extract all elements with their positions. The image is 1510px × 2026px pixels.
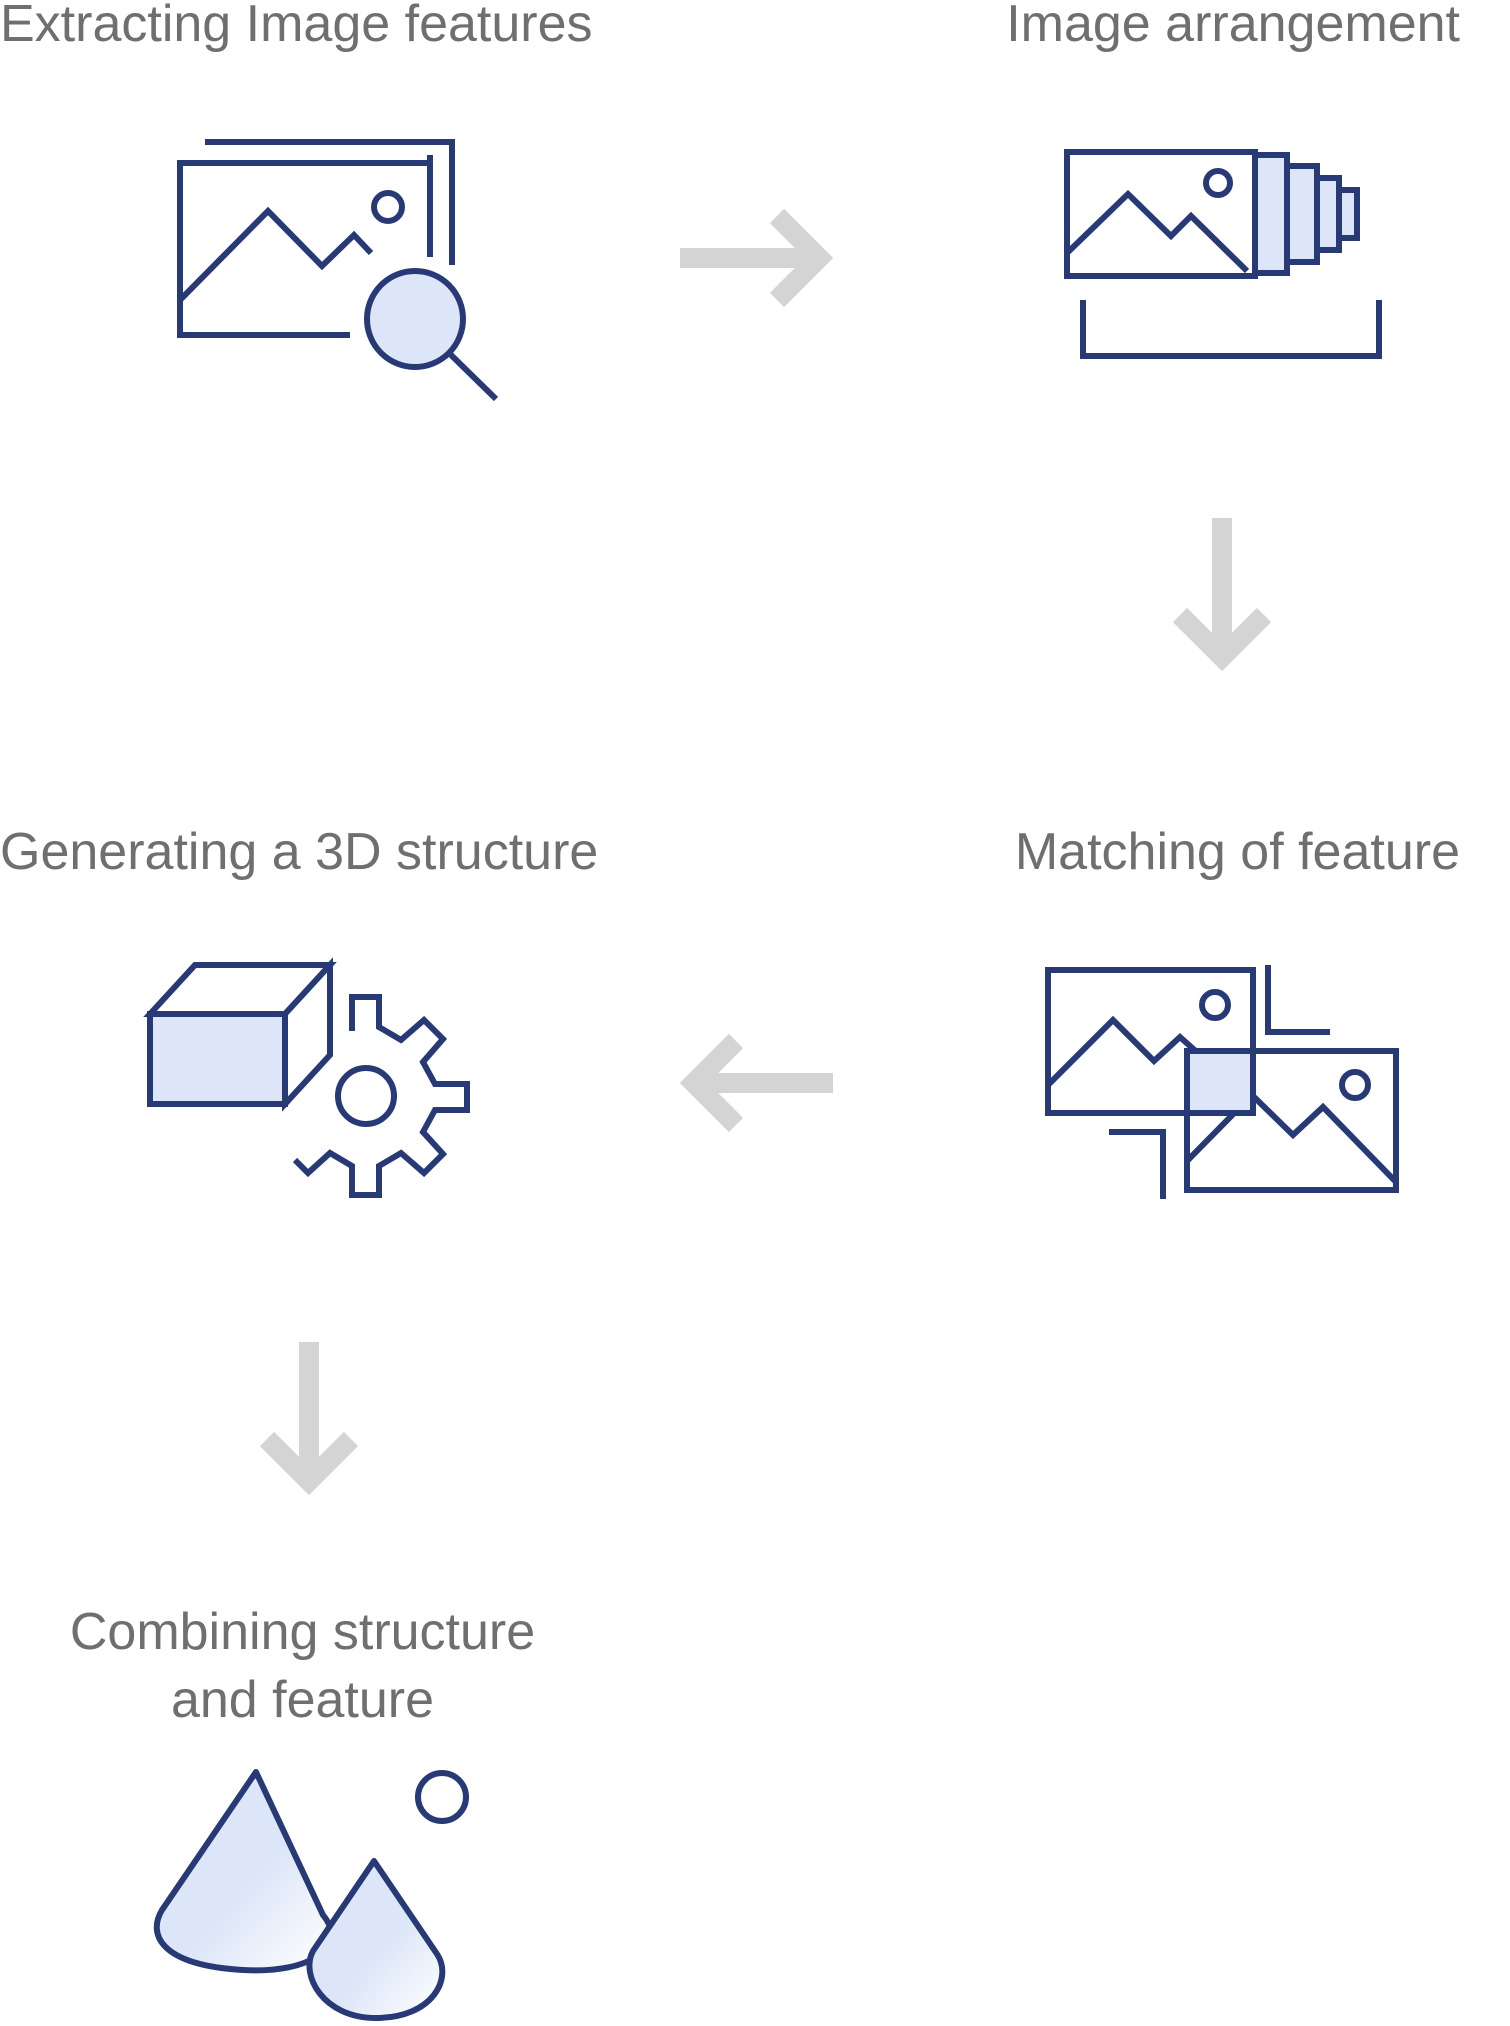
step-title-line-1: Combining structure xyxy=(69,1603,536,1661)
step-title-combining-structure-and-feature: Combining structure and feature xyxy=(0,1598,605,1734)
image-search-icon xyxy=(177,139,499,402)
cones-sphere-icon xyxy=(153,1769,469,2021)
cube-gear-icon xyxy=(143,957,470,1198)
arrow-down-icon xyxy=(1172,518,1272,672)
step-title-extracting-image-features: Extracting Image features xyxy=(0,0,593,53)
image-stack-icon xyxy=(1064,149,1382,359)
step-title-matching-of-feature: Matching of feature xyxy=(1014,823,1460,881)
arrow-down-icon-2 xyxy=(259,1342,359,1496)
step-title-line-2: and feature xyxy=(170,1671,435,1729)
arrow-right-icon xyxy=(680,208,834,308)
arrow-left-icon xyxy=(679,1033,833,1133)
step-title-image-arrangement: Image arrangement xyxy=(1006,0,1460,53)
image-overlap-icon xyxy=(1045,965,1399,1199)
step-title-generating-3d-structure: Generating a 3D structure xyxy=(0,823,599,881)
